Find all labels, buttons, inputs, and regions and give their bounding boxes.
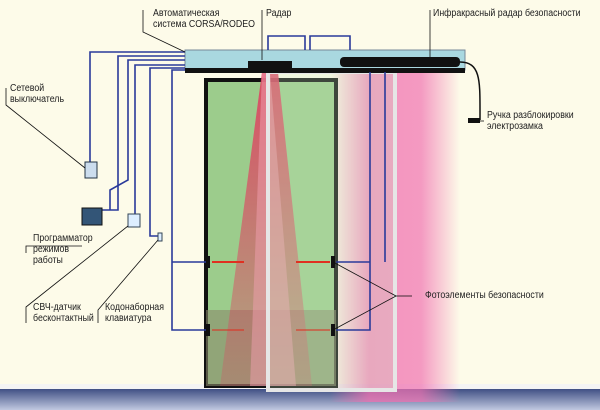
label-radar: Радар bbox=[266, 8, 292, 19]
leader-lines bbox=[5, 10, 484, 331]
release-handle bbox=[468, 118, 480, 123]
label-keypad: Кодонаборная клавиатура bbox=[105, 302, 164, 324]
handle-cable bbox=[459, 61, 481, 120]
microwave-sensor bbox=[127, 213, 141, 228]
label-keypad-line1: Кодонаборная bbox=[105, 302, 164, 313]
label-release-handle-line2: электрозамка bbox=[487, 121, 543, 132]
radar-unit bbox=[248, 61, 292, 71]
label-programmer: Программатор режимов работы bbox=[33, 233, 93, 266]
label-programmer-line1: Программатор bbox=[33, 233, 93, 244]
label-power-switch: Сетевой выключатель bbox=[10, 83, 64, 105]
label-photocells: Фотоэлементы безопасности bbox=[425, 290, 544, 301]
ir-radar-unit bbox=[340, 57, 460, 67]
label-release-handle-line1: Ручка разблокировки bbox=[487, 110, 574, 121]
door-sliding bbox=[266, 70, 397, 392]
label-microwave-sensor: СВЧ-датчик бесконтактный bbox=[33, 302, 94, 324]
label-system-line2: система CORSA/RODEO bbox=[153, 19, 255, 30]
radar-beam-core bbox=[250, 72, 296, 386]
label-system-line1: Автоматическая bbox=[153, 8, 220, 19]
label-release-handle: Ручка разблокировки электрозамка bbox=[487, 110, 574, 132]
programmer-device bbox=[81, 207, 103, 226]
label-ir-radar: Инфракрасный радар безопасности bbox=[433, 8, 581, 19]
label-programmer-line2: режимов bbox=[33, 244, 70, 255]
power-switch bbox=[84, 161, 98, 179]
keypad-device bbox=[157, 232, 163, 242]
label-programmer-line3: работы bbox=[33, 255, 63, 266]
label-system: Автоматическая система CORSA/RODEO bbox=[153, 8, 255, 30]
header-bottom bbox=[185, 68, 465, 73]
wiring bbox=[89, 35, 386, 331]
label-microwave-line1: СВЧ-датчик bbox=[33, 302, 81, 313]
label-keypad-line2: клавиатура bbox=[105, 313, 152, 324]
label-microwave-line2: бесконтактный bbox=[33, 313, 94, 324]
label-power-switch-line1: Сетевой bbox=[10, 83, 45, 94]
label-power-switch-line2: выключатель bbox=[10, 94, 65, 105]
